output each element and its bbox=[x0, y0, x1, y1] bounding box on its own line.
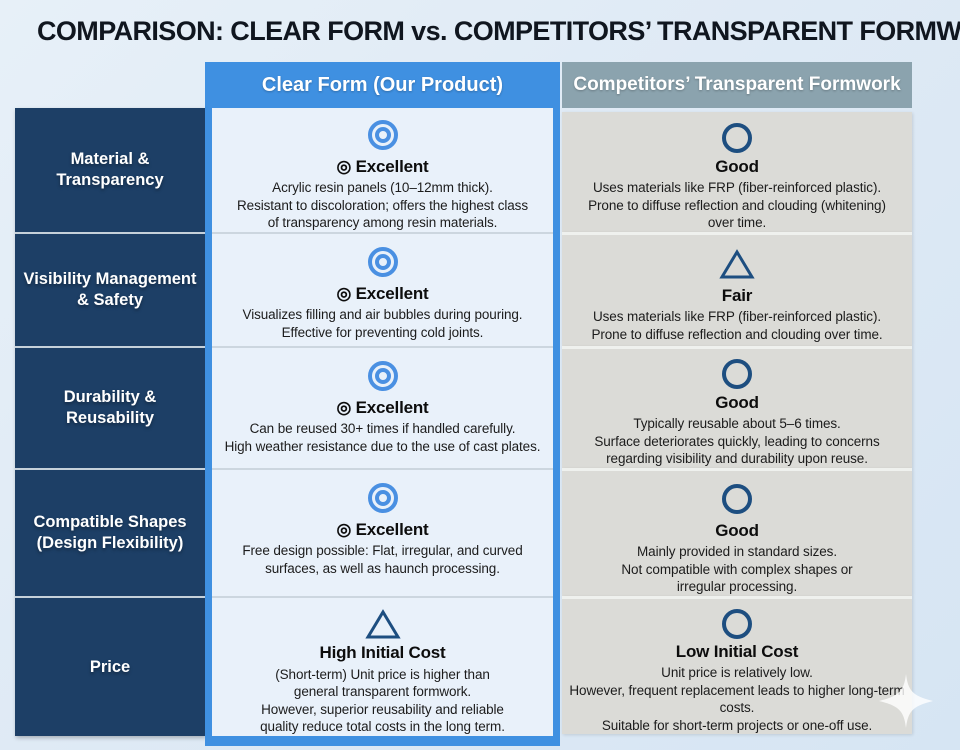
row-label-column: Material & Transparency Visibility Manag… bbox=[15, 108, 205, 736]
rating-text: High Initial Cost bbox=[319, 643, 446, 663]
row-label-price: Price bbox=[15, 596, 205, 736]
page-title: COMPARISON: CLEAR FORM vs. COMPETITORS’ … bbox=[37, 16, 960, 46]
row-label-visibility-safety: Visibility Management & Safety bbox=[15, 232, 205, 346]
clear-form-cell-visibility: ◎ Excellent Visualizes filling and air b… bbox=[212, 232, 553, 346]
cell-description: Uses materials like FRP (fiber-reinforce… bbox=[588, 180, 886, 231]
cell-description: Mainly provided in standard sizes. Not c… bbox=[621, 544, 853, 595]
cell-description: Typically reusable about 5–6 times. Surf… bbox=[594, 416, 880, 467]
triangle-icon bbox=[718, 245, 756, 283]
rating-text: ◎ Excellent bbox=[336, 156, 429, 176]
triangle-icon bbox=[364, 607, 402, 640]
double-circle-icon bbox=[367, 479, 398, 517]
rating-text: Fair bbox=[721, 286, 753, 305]
double-circle-icon bbox=[367, 117, 398, 154]
cell-description: Acrylic resin panels (10–12mm thick). Re… bbox=[237, 180, 528, 231]
cell-description: (Short-term) Unit price is higher than g… bbox=[260, 666, 505, 735]
clear-form-column: ◎ Excellent Acrylic resin panels (10–12m… bbox=[205, 108, 560, 746]
circle-icon bbox=[722, 481, 752, 518]
rating-text: ◎ Excellent bbox=[336, 520, 429, 539]
clear-form-cell-durability: ◎ Excellent Can be reused 30+ times if h… bbox=[212, 346, 553, 468]
clear-form-cell-price: High Initial Cost (Short-term) Unit pric… bbox=[212, 596, 553, 736]
column-header-competitors: Competitors’ Transparent Formwork bbox=[562, 62, 912, 108]
competitors-column: Good Uses materials like FRP (fiber-rein… bbox=[562, 112, 912, 734]
clear-form-cell-material: ◎ Excellent Acrylic resin panels (10–12m… bbox=[212, 108, 553, 232]
circle-icon bbox=[722, 359, 752, 390]
row-label-compatible-shapes: Compatible Shapes (Design Flexibility) bbox=[15, 468, 205, 596]
competitor-cell-price: Low Initial Cost Unit price is relativel… bbox=[562, 596, 912, 734]
column-header-clear-form: Clear Form (Our Product) bbox=[205, 62, 560, 108]
rating-text: Good bbox=[715, 392, 759, 412]
competitor-cell-durability: Good Typically reusable about 5–6 times.… bbox=[562, 346, 912, 468]
cell-description: Can be reused 30+ times if handled caref… bbox=[224, 421, 541, 454]
double-circle-icon bbox=[367, 357, 398, 395]
cell-description: Uses materials like FRP (fiber-reinforce… bbox=[591, 309, 883, 342]
cell-description: Free design possible: Flat, irregular, a… bbox=[242, 543, 523, 576]
rating-text: Good bbox=[715, 156, 759, 176]
four-point-star-icon bbox=[879, 674, 933, 728]
circle-icon bbox=[722, 609, 752, 639]
rating-text: ◎ Excellent bbox=[336, 284, 429, 303]
double-circle-icon bbox=[367, 243, 398, 281]
clear-form-cell-shapes: ◎ Excellent Free design possible: Flat, … bbox=[212, 468, 553, 596]
row-label-material-transparency: Material & Transparency bbox=[56, 150, 164, 189]
circle-icon bbox=[722, 122, 752, 154]
rating-text: Low Initial Cost bbox=[675, 642, 799, 661]
competitor-cell-material: Good Uses materials like FRP (fiber-rein… bbox=[562, 112, 912, 232]
competitor-cell-visibility: Fair Uses materials like FRP (fiber-rein… bbox=[562, 232, 912, 346]
rating-text: ◎ Excellent bbox=[336, 398, 429, 417]
competitor-cell-shapes: Good Mainly provided in standard sizes. … bbox=[562, 468, 912, 596]
row-label-durability-reusability: Durability & Reusability bbox=[15, 346, 205, 468]
cell-description: Visualizes filling and air bubbles durin… bbox=[242, 307, 523, 340]
cell-description: Unit price is relatively low. However, f… bbox=[569, 665, 905, 734]
rating-text: Good bbox=[715, 520, 759, 540]
